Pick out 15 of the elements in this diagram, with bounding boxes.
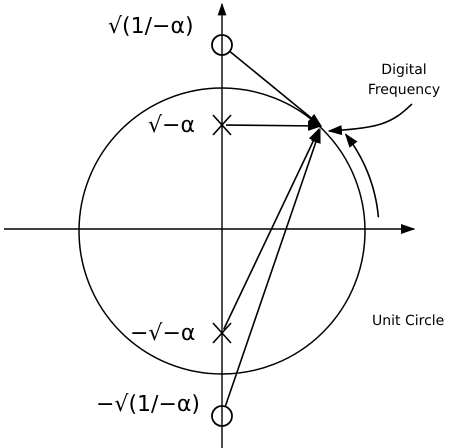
pole-zero-label: −√(1/−α) [96, 392, 200, 417]
vector-arrow [226, 120, 322, 131]
annotation-text: Digital Frequency [360, 60, 448, 100]
circle-label: Unit Circle [372, 313, 444, 329]
pole-zero-label: −√−α [130, 321, 196, 346]
leader-arrow [328, 103, 413, 136]
pole-zero-label: √−α [148, 113, 195, 138]
pole-marker [212, 322, 232, 344]
vector-arrow [224, 128, 321, 407]
vector-arrow [229, 50, 322, 127]
zero-marker [211, 34, 233, 56]
zero-marker [211, 405, 233, 427]
pole-zero-label: √(1/−α) [108, 14, 194, 39]
pole-marker [212, 114, 232, 136]
vector-arrow [223, 128, 320, 330]
